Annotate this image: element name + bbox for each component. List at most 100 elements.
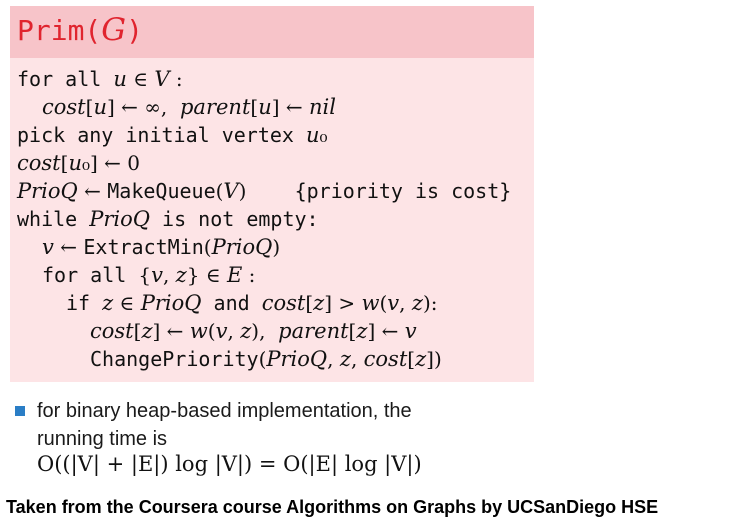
code-token: [ bbox=[348, 319, 357, 343]
code-line-10: cost[z] ← w(v, z), parent[z] ← v bbox=[90, 318, 417, 345]
code-token: , bbox=[162, 263, 176, 287]
code-line-7: v ← ExtractMin(PrioQ) bbox=[42, 234, 280, 261]
code-token: z bbox=[415, 347, 427, 371]
running-time-formula: O((|V| + |E|) log |V|) = O(|E| log |V|) bbox=[37, 452, 422, 476]
code-token: for all bbox=[42, 263, 139, 287]
code-token: ] ← bbox=[367, 319, 405, 343]
code-token: ← bbox=[77, 179, 108, 203]
code-token: z bbox=[339, 347, 351, 371]
code-token: u bbox=[258, 95, 272, 119]
code-token: cost bbox=[42, 95, 86, 119]
code-token: pick any initial vertex bbox=[17, 123, 306, 147]
code-token: ₀ bbox=[319, 123, 328, 147]
code-line-8: for all {v, z} ∈ E : bbox=[42, 262, 255, 289]
code-token: parent bbox=[179, 95, 251, 119]
note-line-2: running time is bbox=[37, 428, 168, 450]
code-line-2: cost[u] ← ∞, parent[u] ← nil bbox=[42, 94, 336, 121]
code-token: } ∈ bbox=[186, 263, 227, 287]
code-token: nil bbox=[309, 95, 336, 119]
code-token: [ bbox=[305, 291, 314, 315]
code-token: ] ← ∞, bbox=[106, 95, 180, 119]
code-token: parent bbox=[278, 319, 349, 343]
code-token: ( bbox=[379, 291, 388, 315]
algorithm-box: Prim(G) for all u ∈ V : cost[u] ← ∞, par… bbox=[10, 6, 534, 382]
code-token: if bbox=[66, 291, 103, 315]
code-token: [ bbox=[250, 95, 259, 119]
code-token: ] ← bbox=[271, 95, 310, 119]
code-token: [ bbox=[85, 95, 94, 119]
code-token: while bbox=[17, 207, 90, 231]
algorithm-title-bar: Prim(G) bbox=[10, 6, 534, 58]
code-token: ∈ bbox=[126, 67, 155, 91]
code-token: ] ← bbox=[152, 319, 190, 343]
code-token: cost bbox=[363, 347, 408, 371]
code-token: and bbox=[201, 291, 262, 315]
code-token: PrioQ bbox=[17, 179, 78, 203]
code-token: u bbox=[93, 95, 107, 119]
code-token: cost bbox=[17, 151, 61, 175]
code-token: ( bbox=[215, 179, 224, 203]
code-token: u bbox=[305, 123, 320, 147]
code-token: v bbox=[215, 319, 228, 343]
code-token: V bbox=[223, 179, 239, 203]
code-token: : bbox=[242, 263, 256, 287]
code-token: ): bbox=[422, 291, 438, 315]
code-token: ), bbox=[251, 319, 279, 343]
code-token: u bbox=[113, 67, 127, 91]
code-token: V bbox=[154, 67, 170, 91]
code-token: v bbox=[404, 319, 417, 343]
title-prefix: Prim( bbox=[17, 14, 102, 47]
code-token: , bbox=[350, 347, 364, 371]
algorithm-title: Prim(G) bbox=[17, 10, 143, 51]
code-token: z bbox=[175, 263, 187, 287]
code-token: z bbox=[141, 319, 153, 343]
code-token: PrioQ bbox=[140, 291, 202, 315]
code-token: ∈ bbox=[113, 291, 141, 315]
code-token: : bbox=[169, 67, 183, 91]
code-token: ( bbox=[203, 235, 212, 259]
code-token: ExtractMin bbox=[83, 235, 204, 259]
code-token: ] > bbox=[324, 291, 362, 315]
code-token: z bbox=[240, 319, 252, 343]
code-token: w bbox=[361, 291, 380, 315]
code-token: v bbox=[151, 263, 163, 287]
code-token: v bbox=[387, 291, 400, 315]
code-token: [ bbox=[407, 347, 416, 371]
code-token: is not empty: bbox=[150, 207, 319, 231]
code-token: z bbox=[313, 291, 325, 315]
code-token: z bbox=[411, 291, 423, 315]
code-token: PrioQ bbox=[266, 347, 328, 371]
bullet-square-icon bbox=[15, 406, 25, 416]
code-line-3: pick any initial vertex u₀ bbox=[17, 122, 328, 149]
note-line-1: for binary heap-based implementation, th… bbox=[37, 400, 412, 422]
code-token: for all bbox=[17, 67, 114, 91]
code-token: MakeQueue bbox=[107, 179, 216, 203]
code-line-11: ChangePriority(PrioQ, z, cost[z]) bbox=[90, 346, 442, 373]
code-token: E bbox=[226, 263, 243, 287]
code-token: {priority is cost} bbox=[246, 179, 512, 203]
code-line-1: for all u ∈ V : bbox=[17, 66, 183, 93]
code-token: PrioQ bbox=[211, 235, 273, 259]
code-token: w bbox=[189, 319, 208, 343]
source-caption: Taken from the Coursera course Algorithm… bbox=[6, 497, 659, 517]
code-token: v bbox=[42, 235, 54, 259]
code-token: ) bbox=[238, 179, 247, 203]
code-token: z bbox=[356, 319, 368, 343]
code-token: [ bbox=[60, 151, 69, 175]
code-token: , bbox=[399, 291, 412, 315]
code-token: ) bbox=[272, 235, 281, 259]
code-token: ← bbox=[53, 235, 84, 259]
code-line-4: cost[u₀] ← 0 bbox=[17, 150, 140, 177]
code-token: ( bbox=[207, 319, 216, 343]
code-token: cost bbox=[90, 319, 134, 343]
code-token: [ bbox=[133, 319, 142, 343]
code-line-5: PrioQ ← MakeQueue(V) {priority is cost} bbox=[17, 178, 511, 205]
code-line-9: if z ∈ PrioQ and cost[z] > w(v, z): bbox=[66, 290, 438, 317]
title-variable: G bbox=[101, 12, 127, 48]
code-token: ₀] ← 0 bbox=[81, 151, 140, 175]
code-line-6: while PrioQ is not empty: bbox=[17, 206, 319, 233]
code-token: u bbox=[68, 151, 82, 175]
code-token: , bbox=[327, 347, 340, 371]
code-token: ]) bbox=[426, 347, 442, 371]
code-token: z bbox=[102, 291, 114, 315]
